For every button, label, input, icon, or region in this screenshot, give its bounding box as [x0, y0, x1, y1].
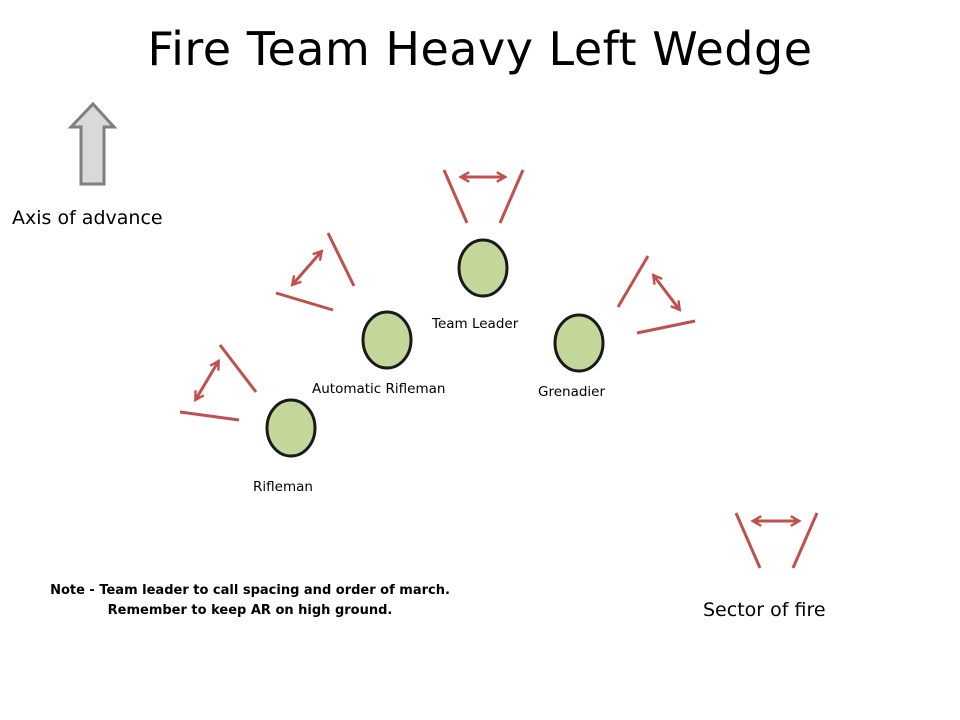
sector-right-limit — [218, 344, 258, 393]
sector-of-fire-icon — [734, 512, 819, 569]
sector-team-leader — [442, 169, 525, 224]
sector-left-limit — [442, 169, 469, 224]
grenadier-label: Grenadier — [538, 384, 606, 400]
diagram-title: Fire Team Heavy Left Wedge — [147, 22, 813, 76]
member-team-leader — [457, 238, 509, 298]
sector-of-fire-label: Sector of fire — [703, 599, 826, 621]
member-grenadier — [553, 313, 605, 373]
note-line-2: Remember to keep AR on high ground. — [107, 603, 393, 618]
sector-arrow-icon — [651, 273, 682, 312]
rifleman-label: Rifleman — [253, 479, 313, 495]
automatic-rifleman-label: Automatic Rifleman — [312, 381, 446, 397]
sector-right-limit — [326, 232, 356, 287]
team-leader-label: Team Leader — [432, 316, 519, 332]
sector-right-limit — [636, 319, 696, 335]
up-arrow-icon — [67, 101, 118, 186]
sector-left-limit — [275, 291, 334, 312]
axis-of-advance-label: Axis of advance — [12, 207, 163, 229]
sector-left-limit — [616, 255, 650, 308]
sector-right-limit — [498, 169, 525, 224]
note-text: Note - Team leader to call spacing and o… — [40, 581, 460, 621]
member-rifleman — [265, 398, 317, 458]
sector-arrow-icon — [290, 249, 324, 287]
sector-arrow-icon — [194, 358, 220, 403]
sector-left-limit — [179, 410, 240, 422]
sector-grenadier — [616, 255, 696, 335]
note-line-1: Note - Team leader to call spacing and o… — [50, 583, 450, 598]
member-automatic-rifleman — [361, 310, 413, 370]
sector-automatic-rifleman — [275, 232, 356, 312]
sector-rifleman — [179, 344, 258, 422]
